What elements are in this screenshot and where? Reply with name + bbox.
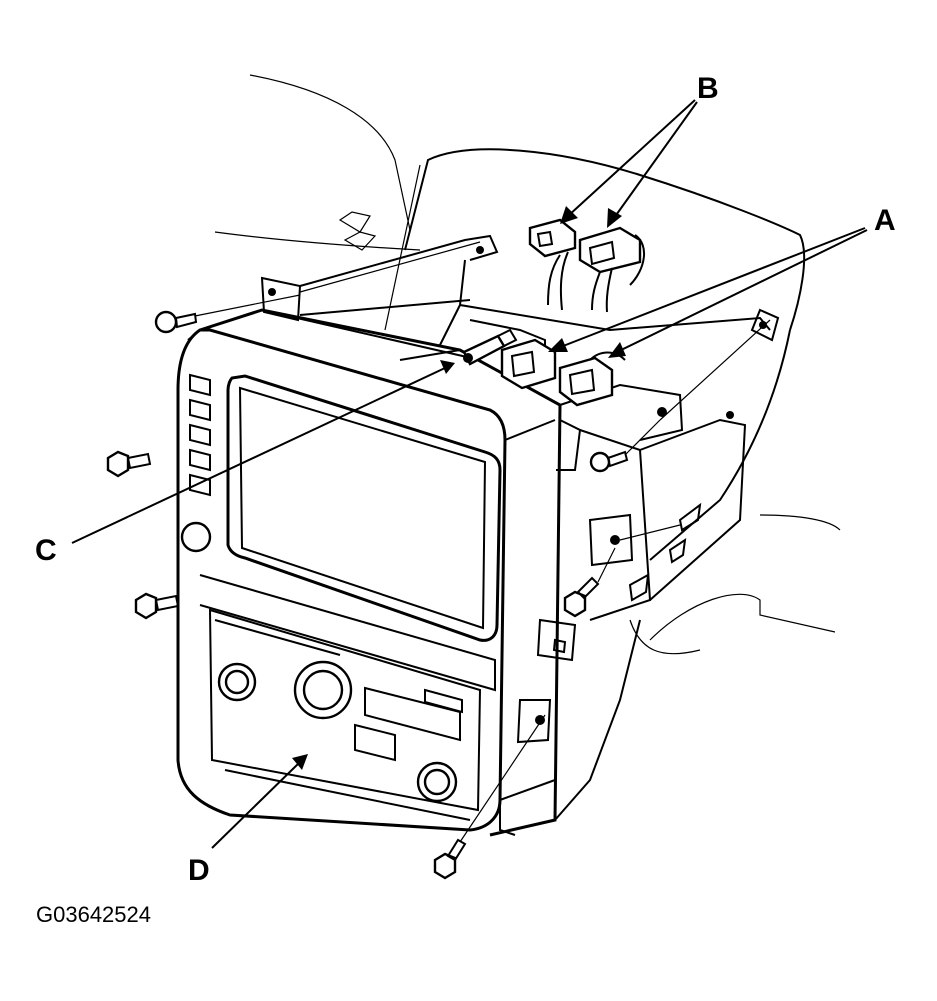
- dashboard-outline: [214, 74, 841, 655]
- arrow-d: [211, 754, 308, 849]
- connectors-a: [469, 319, 626, 407]
- arrow-b-right: [607, 101, 698, 228]
- callout-label-d: D: [188, 854, 210, 887]
- arrow-b-left: [560, 99, 696, 224]
- callout-label-a: A: [874, 204, 896, 237]
- mounting-bolts: [106, 310, 629, 880]
- bolt-bottom: [433, 838, 467, 880]
- bolt-upper-left: [154, 310, 198, 334]
- connectors-b: [528, 218, 646, 313]
- bolt-left-middle: [106, 450, 152, 478]
- mounting-frame: [260, 234, 780, 346]
- callout-arrows: [71, 99, 868, 849]
- bolt-right-upper: [589, 450, 629, 473]
- arrow-a-right: [608, 229, 868, 358]
- arrow-a-left: [548, 227, 866, 352]
- bolt-alignment-lines: [194, 241, 771, 843]
- callout-label-c: C: [35, 534, 57, 567]
- bolt-right-lower: [563, 576, 600, 618]
- figure-code: G03642524: [36, 902, 151, 927]
- arrow-c: [71, 360, 455, 544]
- radio-face-panel: [176, 328, 556, 832]
- guide-pin-c: [462, 328, 518, 366]
- callout-label-b: B: [697, 72, 719, 105]
- bolt-left-lower: [134, 592, 180, 620]
